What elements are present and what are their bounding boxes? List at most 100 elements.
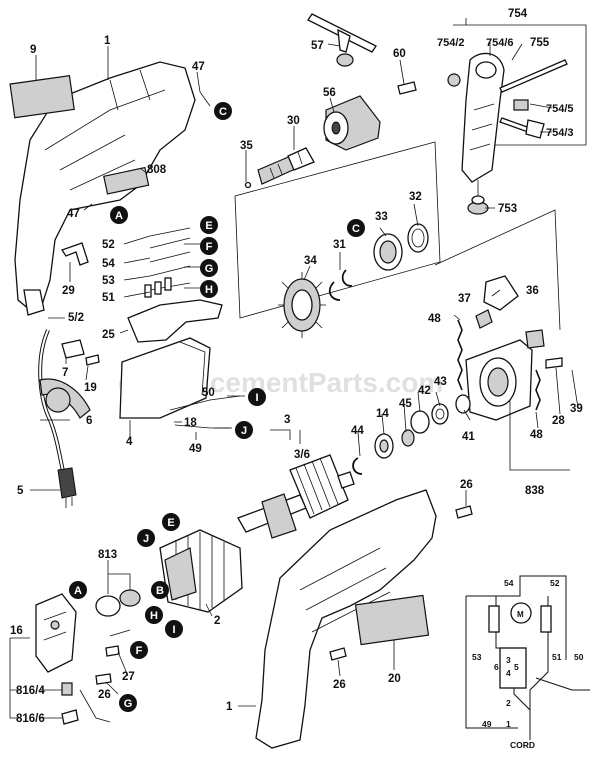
svg-text:M: M — [517, 610, 524, 619]
aux-handle-754 — [461, 52, 505, 183]
label-30: 30 — [287, 115, 300, 127]
carbon-brush-816-4 — [61, 682, 73, 696]
label-52: 52 — [102, 239, 115, 251]
aux-handle-bracket — [453, 24, 587, 146]
label-754-5: 754/5 — [546, 103, 574, 115]
spring-48-top — [457, 319, 463, 391]
label-754-2: 754/2 — [437, 37, 465, 49]
label-36: 36 — [526, 285, 539, 297]
label-25: 25 — [102, 329, 115, 341]
svg-text:4: 4 — [506, 668, 511, 678]
screw-28 — [545, 357, 563, 369]
svg-text:53: 53 — [472, 652, 482, 662]
label-16: 16 — [10, 625, 23, 637]
svg-text:CORD: CORD — [510, 740, 535, 750]
label-29: 29 — [62, 285, 75, 297]
label-813: 813 — [98, 549, 117, 561]
callout-a-top: A — [110, 206, 128, 224]
callout-a-bot: A — [69, 581, 87, 599]
callout-g-bot: G — [119, 694, 137, 712]
label-41: 41 — [462, 431, 475, 443]
ring-32 — [407, 223, 429, 253]
label-50: 50 — [202, 387, 215, 399]
label-57: 57 — [311, 40, 324, 52]
callout-c-mid: C — [347, 219, 365, 237]
svg-text:52: 52 — [550, 578, 560, 588]
svg-text:F: F — [136, 645, 143, 657]
label-14: 14 — [376, 408, 389, 420]
brush-plate-16 — [35, 593, 77, 673]
svg-text:I: I — [255, 392, 258, 404]
svg-text:I: I — [172, 624, 175, 636]
gear-34 — [278, 272, 326, 338]
housing-half-top — [14, 61, 196, 316]
svg-text:F: F — [206, 241, 213, 253]
label-53: 53 — [102, 275, 115, 287]
label-37: 37 — [458, 293, 471, 305]
depth-rod-755 — [499, 59, 568, 93]
screw-27 — [105, 645, 120, 657]
screw-26-right — [455, 505, 473, 519]
label-4: 4 — [126, 436, 133, 448]
label-39: 39 — [570, 403, 583, 415]
screw-26-left — [95, 673, 112, 685]
label-754-3: 754/3 — [546, 127, 574, 139]
svg-text:2: 2 — [506, 698, 511, 708]
label-816-4: 816/4 — [16, 685, 45, 697]
label-plate-9 — [9, 75, 75, 119]
label-34: 34 — [304, 255, 317, 267]
label-816-6: 816/6 — [16, 713, 45, 725]
label-49: 49 — [189, 443, 202, 455]
switch-wires — [144, 227, 191, 298]
label-51: 51 — [102, 292, 115, 304]
part-labels: 9 1 47 808 47 29 5/2 7 19 6 5 52 54 53 5… — [10, 8, 583, 725]
clamp-nut-753 — [467, 180, 489, 215]
svg-text:E: E — [205, 220, 212, 232]
label-1-top: 1 — [104, 35, 111, 47]
label-754-6: 754/6 — [486, 37, 514, 49]
label-26-right: 26 — [460, 479, 473, 491]
callout-i-bot: I — [165, 620, 183, 638]
label-44: 44 — [351, 425, 364, 437]
spring-48-bot — [535, 369, 541, 411]
callout-i-top: I — [248, 388, 266, 406]
key-37 — [475, 309, 493, 329]
svg-text:H: H — [150, 610, 158, 622]
circlip-31a — [328, 281, 341, 301]
label-20: 20 — [388, 673, 401, 685]
nut-cluster — [525, 329, 545, 349]
callout-j-coil: J — [137, 529, 155, 547]
cord-grommet-6 — [45, 387, 71, 413]
label-35: 35 — [240, 140, 253, 152]
svg-text:49: 49 — [482, 719, 492, 729]
svg-text:J: J — [241, 425, 247, 437]
label-5-2: 5/2 — [68, 312, 84, 324]
callout-f-top: F — [200, 237, 218, 255]
cord-clamp-7 — [61, 339, 85, 359]
callout-h-bot: H — [145, 606, 163, 624]
callout-g-top: G — [200, 259, 218, 277]
label-43: 43 — [434, 376, 447, 388]
svg-text:54: 54 — [504, 578, 514, 588]
label-48-top: 48 — [428, 313, 441, 325]
gear-housing-39 — [465, 339, 533, 421]
switch-body-4 — [119, 337, 211, 419]
label-1-bot: 1 — [226, 701, 233, 713]
gear-housing-frame — [434, 209, 561, 331]
washer-754-2 — [447, 73, 461, 87]
label-48-bot: 48 — [530, 429, 543, 441]
chuck-key-57 — [307, 13, 377, 67]
gear-train-frame — [234, 141, 441, 319]
label-5: 5 — [17, 485, 24, 497]
label-9: 9 — [30, 44, 36, 56]
label-19: 19 — [84, 382, 97, 394]
label-27: 27 — [122, 671, 135, 683]
svg-text:50: 50 — [574, 652, 584, 662]
callout-e-top: E — [200, 216, 218, 234]
svg-text:E: E — [167, 517, 174, 529]
switch-trigger-25 — [127, 299, 223, 343]
housing-half-bottom — [255, 489, 437, 749]
chuck-56 — [323, 95, 381, 151]
label-56: 56 — [323, 87, 336, 99]
callout-c-top: C — [214, 102, 232, 120]
